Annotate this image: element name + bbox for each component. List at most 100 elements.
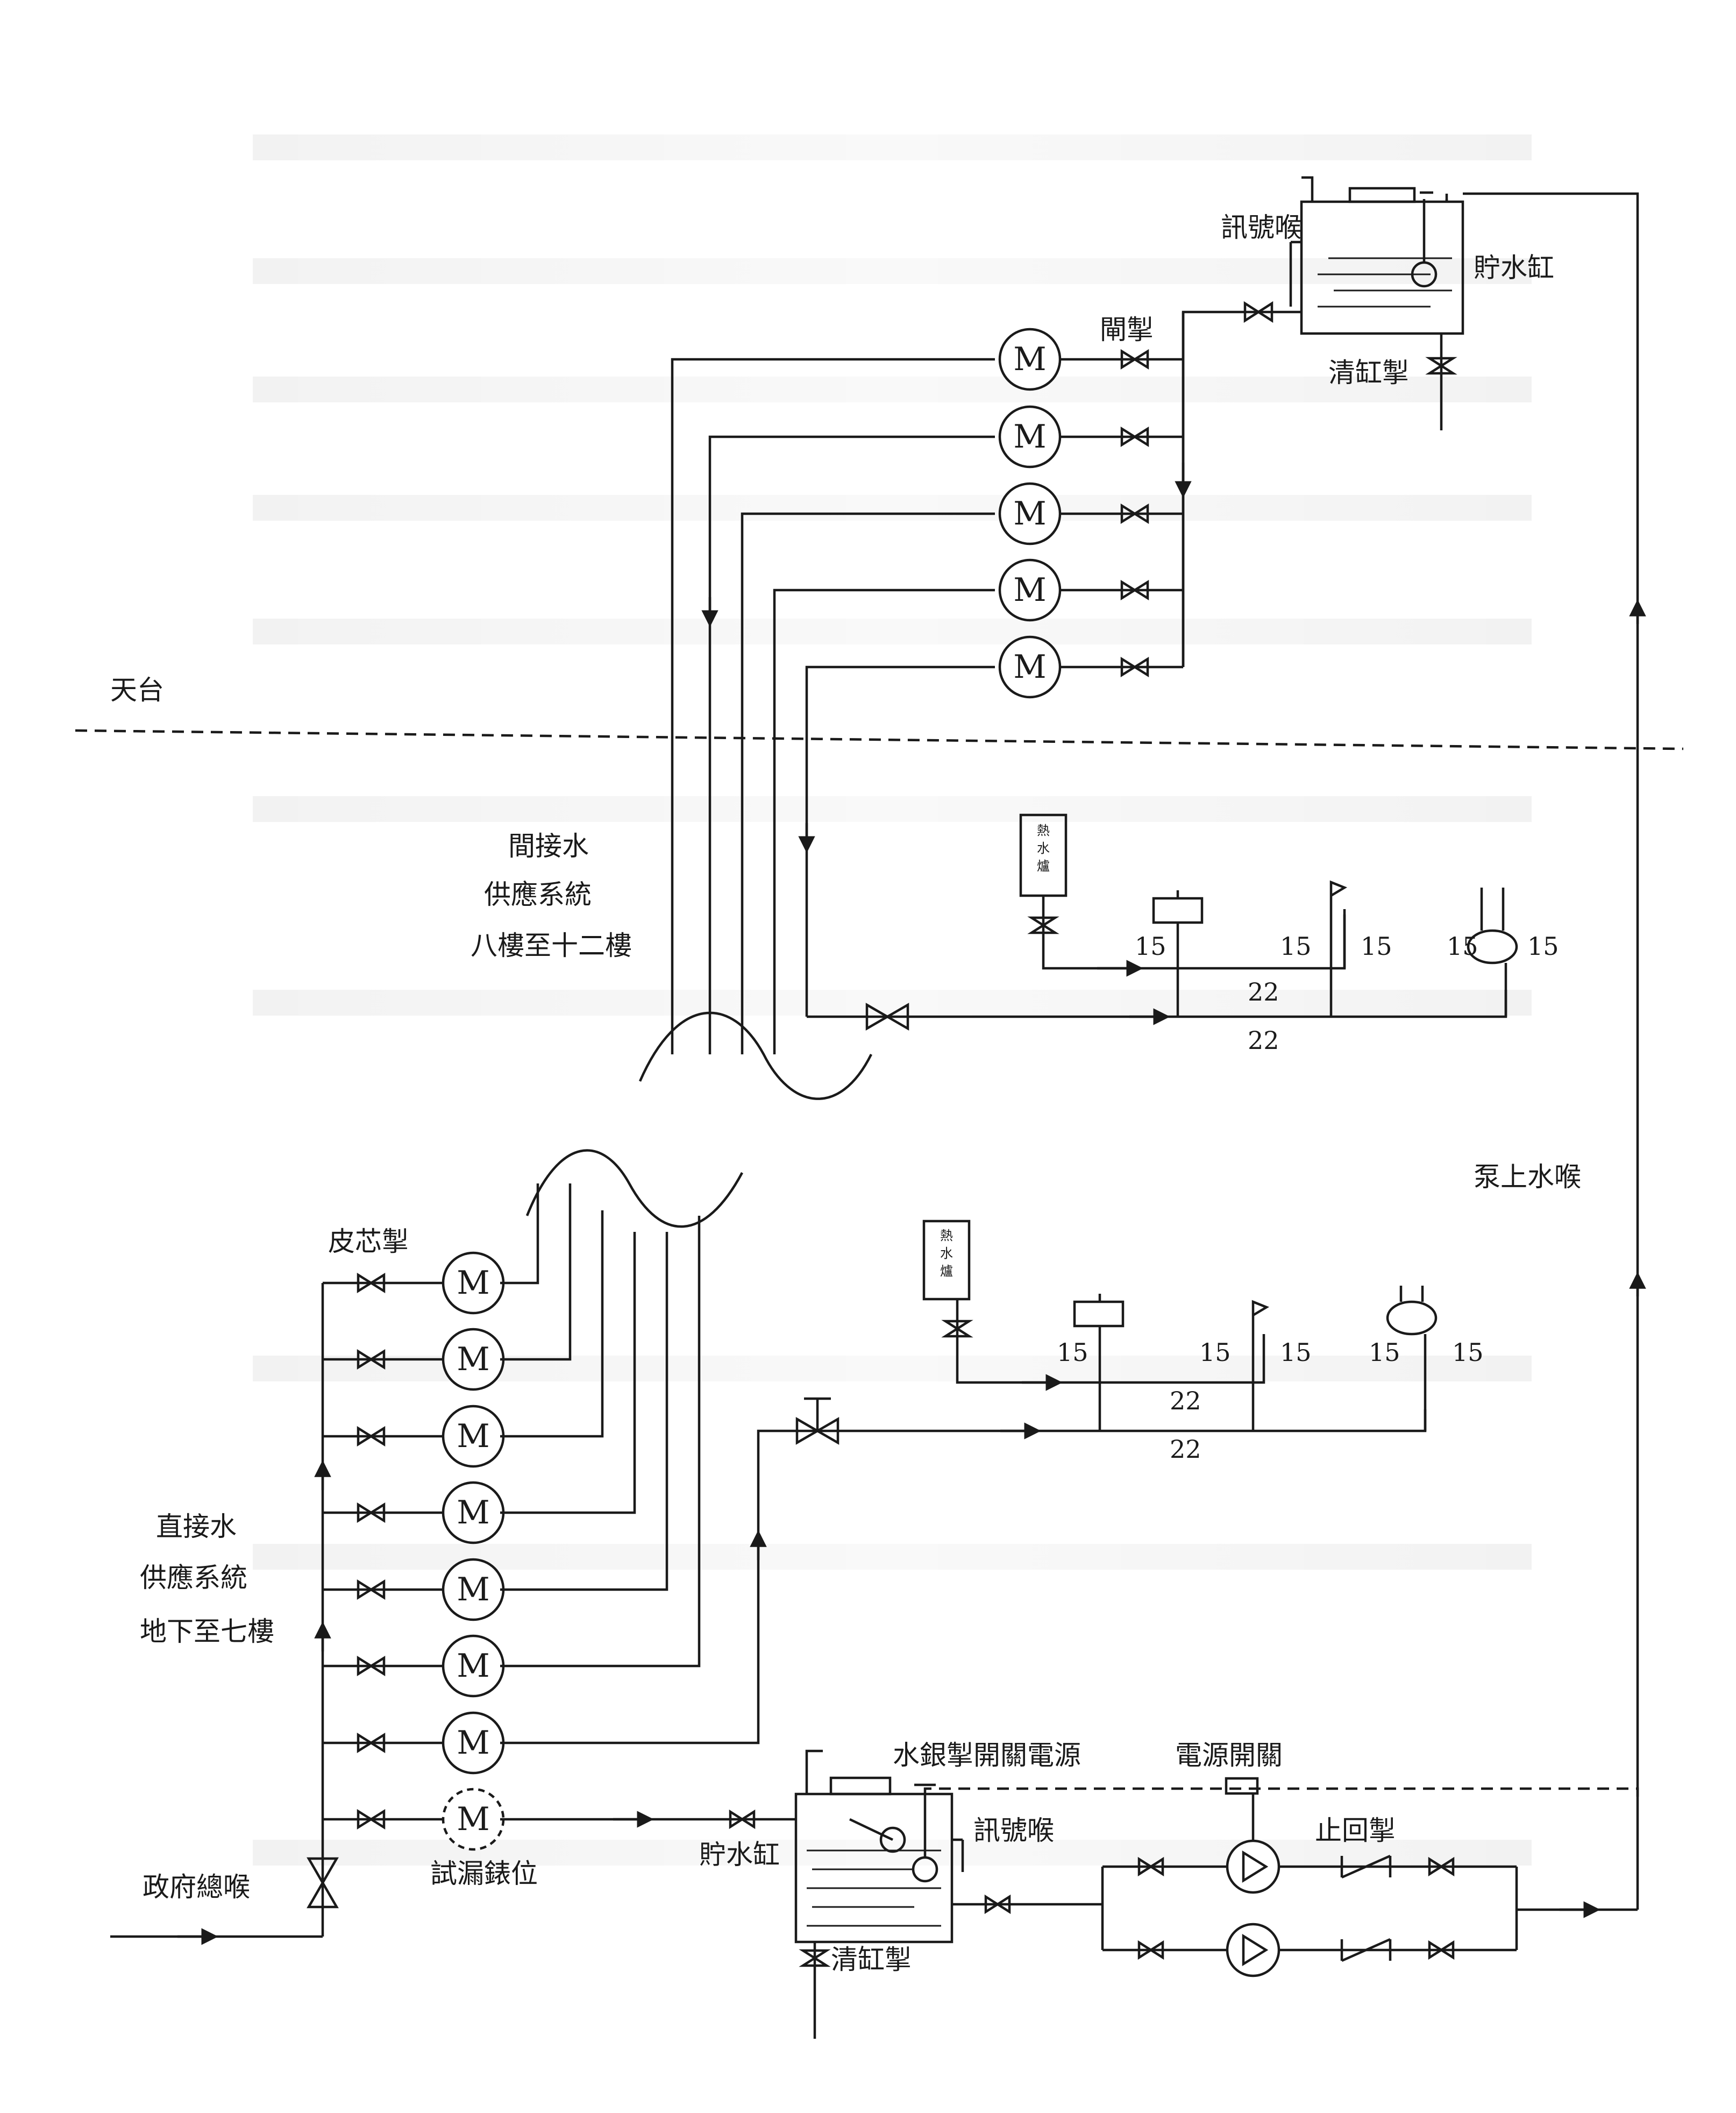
- tank-inlet-valve[interactable]: [729, 1809, 756, 1830]
- background-text-band: [253, 619, 1532, 644]
- pump-suction-valve[interactable]: [984, 1894, 1011, 1915]
- background-text-band: [253, 990, 1532, 1016]
- lower-drain-valve[interactable]: [799, 1949, 831, 1967]
- indirect-system-label: 供應系統: [484, 879, 592, 910]
- meter-valve[interactable]: [357, 1655, 386, 1677]
- indirect-system-label: 間接水: [508, 831, 589, 862]
- meter-valve[interactable]: [1120, 426, 1149, 448]
- roof-tank-label: 貯水缸: [1474, 252, 1554, 283]
- govt-main-label: 政府總喉: [143, 1871, 250, 1903]
- water-meter: M: [442, 1251, 505, 1315]
- riser-pipe: [708, 435, 995, 1054]
- riser-pipe: [671, 358, 995, 1054]
- lower-overflow-label: 訊號喉: [973, 1815, 1054, 1846]
- upper-floor-valve[interactable]: [865, 1003, 909, 1031]
- lower-fixture-basin: [1073, 1294, 1125, 1431]
- govt-main-valve[interactable]: [307, 1857, 339, 1909]
- heater-char: 熱: [940, 1228, 953, 1243]
- water-meter: M: [442, 1328, 505, 1391]
- pipe-size-label: 15: [1452, 1338, 1484, 1367]
- water-meter: M: [442, 1405, 505, 1468]
- test-meter-label: 試漏錶位: [430, 1858, 538, 1889]
- riser-pipe: [741, 512, 995, 1054]
- direct-riser: [500, 1183, 572, 1361]
- water-pump[interactable]: [1226, 1839, 1280, 1894]
- heater-char: 水: [940, 1246, 953, 1261]
- meter-valve[interactable]: [1120, 656, 1149, 678]
- meter-valve[interactable]: [357, 1272, 386, 1294]
- water-pump[interactable]: [1226, 1923, 1280, 1977]
- water-meter: M: [442, 1481, 505, 1544]
- background-text-band: [253, 796, 1532, 822]
- riser-pipe: [805, 665, 995, 1017]
- water-meter: M: [998, 558, 1062, 622]
- lower-overflow-pipe: [805, 1749, 823, 1794]
- lower-floor-valve[interactable]: [795, 1397, 839, 1445]
- background-text-band: [253, 134, 1532, 160]
- meter-valve[interactable]: [1120, 503, 1149, 524]
- power-switch-label: 電源開關: [1175, 1740, 1283, 1771]
- pump-valve[interactable]: [1428, 1856, 1455, 1877]
- heater-valve[interactable]: [1027, 916, 1059, 934]
- pump-valve[interactable]: [1137, 1856, 1164, 1877]
- check-valve-label: 止回掣: [1315, 1815, 1396, 1846]
- power-switch[interactable]: [1225, 1777, 1259, 1841]
- meter-symbol: M: [457, 1571, 489, 1608]
- pipe-size-label: 15: [1135, 932, 1166, 961]
- roof-drain-valve[interactable]: [1425, 357, 1457, 375]
- heater-char: 水: [1037, 841, 1050, 856]
- meter-valve[interactable]: [357, 1349, 386, 1370]
- meter-valve[interactable]: [1120, 579, 1149, 601]
- background-text-band: [253, 495, 1532, 521]
- lower-hot-branch: [956, 1299, 1265, 1384]
- water-meter: M: [998, 482, 1062, 545]
- meter-valve[interactable]: [357, 1426, 386, 1447]
- heater-char: 爐: [1037, 859, 1050, 874]
- lower-water-heater: [922, 1219, 971, 1301]
- roof-gate-valve[interactable]: [1243, 301, 1273, 323]
- pipe-break-symbol: [525, 1149, 743, 1228]
- check-valve-icon: [1340, 1938, 1392, 1962]
- meter-valve[interactable]: [357, 1502, 386, 1523]
- meter-symbol: M: [457, 1417, 489, 1455]
- meter-symbol: M: [1013, 571, 1046, 609]
- lower-fixture-wc: [1386, 1286, 1438, 1431]
- meter-valve[interactable]: [357, 1579, 386, 1600]
- lower-tank-label: 貯水缸: [699, 1839, 780, 1870]
- test-meter: M: [442, 1788, 505, 1851]
- lower-fixture-shower: [1251, 1300, 1270, 1431]
- pipe-size-label: 15: [1057, 1338, 1088, 1367]
- meter-symbol: M: [457, 1724, 489, 1762]
- water-meter: M: [998, 405, 1062, 469]
- meter-symbol: M: [1013, 648, 1046, 686]
- leather-valve-label: 皮芯掣: [328, 1226, 409, 1257]
- pump-valve[interactable]: [1137, 1940, 1164, 1960]
- pipe-size-label: 22: [1248, 977, 1279, 1006]
- direct-riser: [500, 1183, 539, 1285]
- pipe-size-label: 22: [1248, 1026, 1279, 1055]
- rooftop-label: 天台: [110, 675, 164, 706]
- direct-riser: [500, 1232, 668, 1591]
- direct-riser: [500, 1705, 760, 1745]
- float-switch-power-line: [923, 1787, 1639, 1797]
- pipe-size-label: 22: [1170, 1386, 1201, 1415]
- meter-valve[interactable]: [357, 1732, 386, 1754]
- background-text-band: [253, 377, 1532, 402]
- pipe-size-label: 15: [1527, 932, 1559, 961]
- upper-fixture-wc: [1467, 888, 1518, 1017]
- meter-symbol: M: [457, 1494, 489, 1531]
- water-meter: M: [998, 635, 1062, 699]
- direct-system-label: 直接水: [156, 1511, 237, 1542]
- heater-valve[interactable]: [941, 1320, 973, 1338]
- meter-symbol: M: [1013, 341, 1046, 378]
- pump-valve[interactable]: [1428, 1940, 1455, 1960]
- meter-valve[interactable]: [1120, 349, 1149, 370]
- meter-valve[interactable]: [357, 1809, 386, 1830]
- pipe-size-label: 15: [1280, 932, 1312, 961]
- direct-system-label: 供應系統: [140, 1562, 247, 1593]
- meter-symbol: M: [457, 1800, 489, 1838]
- water-meter: M: [442, 1634, 505, 1698]
- background-text-band: [253, 258, 1532, 284]
- meter-symbol: M: [1013, 418, 1046, 456]
